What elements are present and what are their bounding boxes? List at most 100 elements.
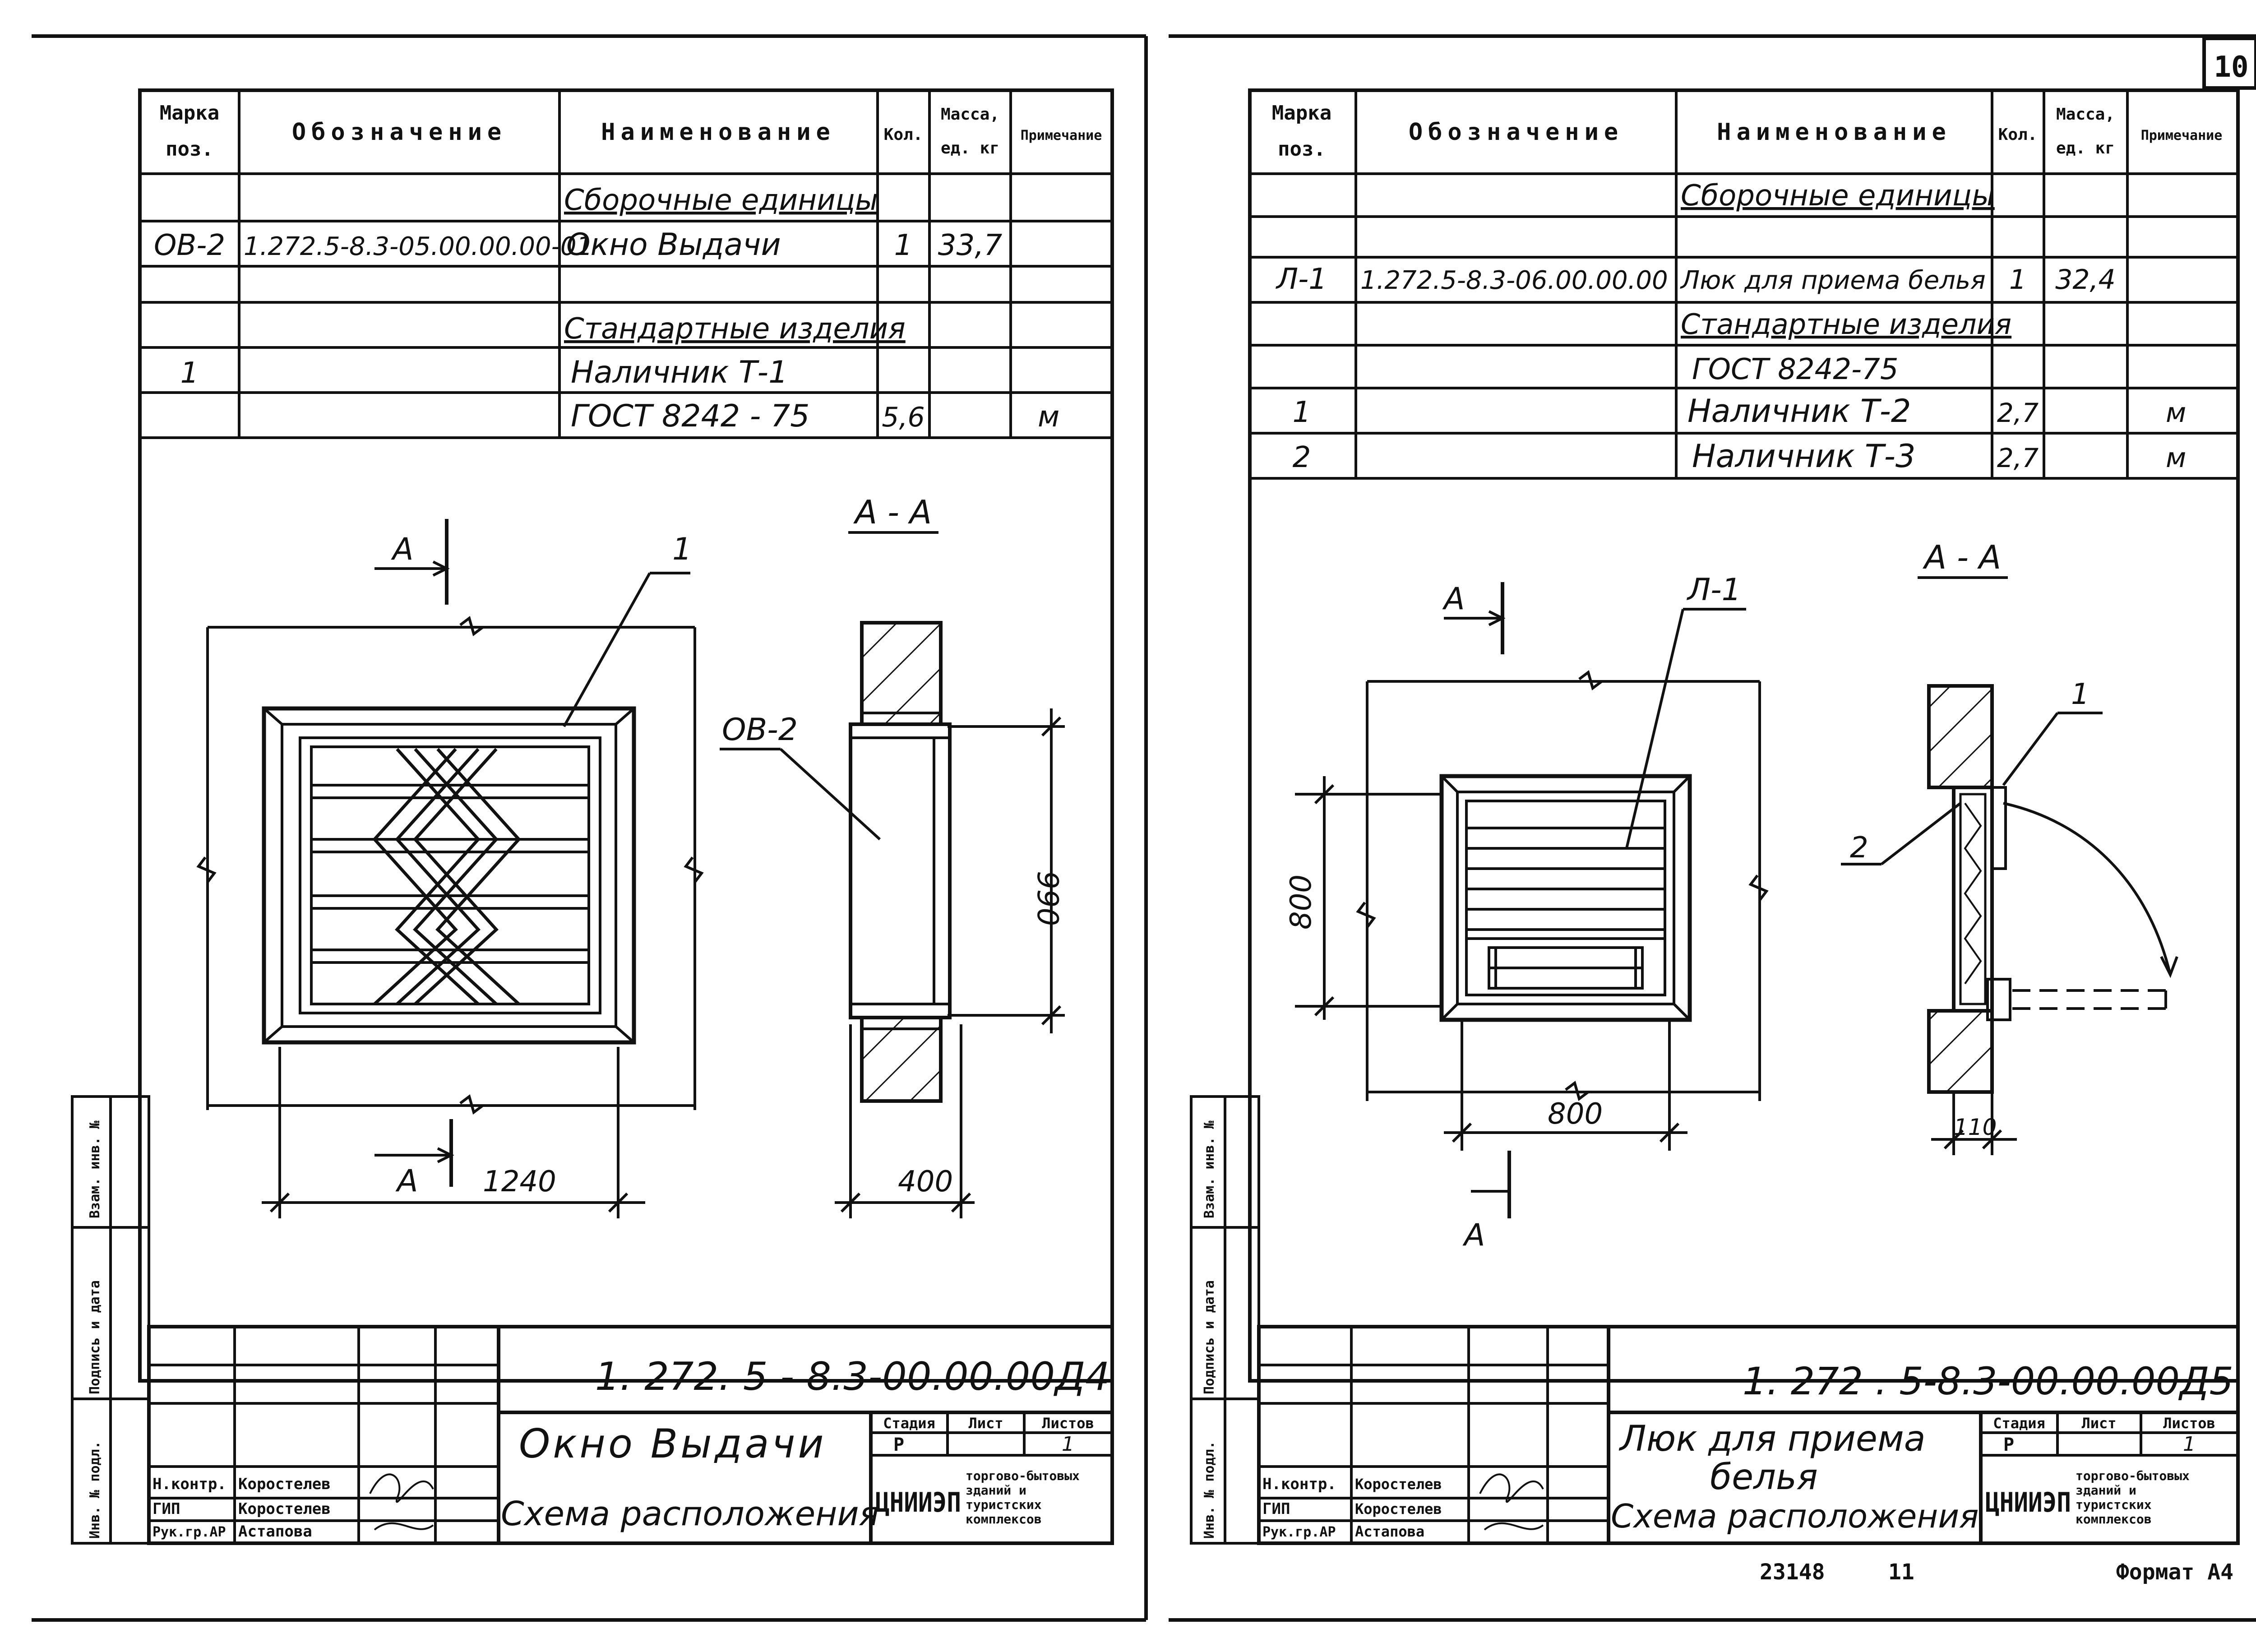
stamp-org-logo: ЦНИИЭП [875, 1487, 961, 1518]
leader-label: Л-1 [1686, 572, 1741, 608]
stamp-role: Н.контр. [1262, 1475, 1336, 1493]
row-mass: 33,7 [938, 229, 1003, 262]
row-qty: 1 [2009, 264, 2026, 296]
header-mark: Марка [160, 102, 219, 125]
stamp-person: Астапова [238, 1522, 312, 1541]
section-leader-label: 2 [1850, 831, 1868, 865]
right-spec-table [1250, 90, 2238, 480]
page-number-box: 10 [2202, 37, 2256, 90]
header-name: Наименование [601, 119, 836, 146]
stamp-title: Люк для приема [1618, 1419, 1926, 1459]
row-note: м [1038, 400, 1059, 434]
row-qty: 5,6 [882, 402, 925, 433]
row-name: ГОСТ 8242-75 [1692, 353, 1899, 386]
row-name: Стандартные изделия [1681, 308, 2011, 341]
stamp-sheets-label: Листов [2163, 1415, 2215, 1432]
leader-label: 1 [672, 532, 692, 567]
row-note: м [2166, 397, 2186, 429]
stamp-org: зданий и [966, 1483, 1026, 1498]
header-mass: Масса, [941, 105, 999, 124]
header-designation: Обозначение [292, 119, 507, 146]
header-mass-unit: ед. кг [2056, 139, 2115, 157]
left-section-labels: А - А ОВ-2 990 400 [722, 493, 1064, 1199]
right-stamp-text: 1. 272 . 5-8.3-00.00.00Д5 Люк для приема… [1202, 1120, 2233, 1585]
stamp-org: туристских [2076, 1497, 2152, 1512]
left-stamp-text: 1. 272. 5 - 8.3-00.00.00Д4 Окно Выдачи С… [87, 1120, 1110, 1541]
stamp-subtitle: Схема расположения [501, 1495, 879, 1533]
dim-depth: 110 [1954, 1114, 1997, 1140]
section-leader-label: ОВ-2 [722, 712, 798, 748]
row-mark: 1 [1293, 396, 1311, 429]
right-section-labels: А - А 1 2 110 [1850, 538, 2090, 1140]
side-label: Подпись и дата [1202, 1280, 1217, 1394]
right-stamp [1190, 1095, 2240, 1545]
row-name: Стандартные изделия [564, 312, 906, 346]
row-qty: 2,7 [1997, 398, 2039, 428]
cut-letter-top: А [391, 532, 414, 567]
stamp-role: Рук.гр.АР [153, 1524, 226, 1540]
row-name: Сборочные единицы [564, 184, 878, 217]
row-mass: 32,4 [2055, 264, 2116, 296]
header-qty: Кол. [1998, 125, 2038, 144]
row-name: Наличник Т-1 [571, 355, 788, 390]
stamp-sheets: 1 [2183, 1433, 2196, 1456]
format-label: Формат А4 [2116, 1559, 2233, 1585]
cut-letter-bottom: А [1462, 1217, 1485, 1253]
left-stamp [71, 1095, 1114, 1545]
row-designation: 1.272.5-8.3-05.00.00.00-01 [244, 232, 592, 261]
side-label: Инв. № подл. [1202, 1441, 1217, 1539]
right-spec-headers: Марка поз. Обозначение Наименование Кол.… [1272, 102, 2223, 161]
stamp-org: туристских [966, 1497, 1042, 1512]
header-mark: Марка [1272, 102, 1331, 125]
row-designation: 1.272.5-8.3-06.00.00.00 [1360, 266, 1668, 295]
stamp-role: Рук.гр.АР [1262, 1524, 1336, 1540]
header-name: Наименование [1717, 119, 1951, 146]
stamp-sheets: 1 [1062, 1433, 1074, 1456]
stamp-org: зданий и [2076, 1483, 2136, 1498]
row-mark: 1 [180, 356, 199, 390]
row-qty: 2,7 [1997, 443, 2039, 473]
stamp-person: Коростелев [1355, 1500, 1442, 1518]
row-name: Наличник Т-2 [1687, 393, 1911, 430]
right-hatch-labels: Л-1 А А 800 800 [1285, 572, 1741, 1253]
row-qty: 1 [894, 229, 913, 262]
left-window-labels: 1 А А 1240 [391, 532, 692, 1199]
page-number: 10 [2214, 51, 2248, 84]
side-label: Инв. № подл. [87, 1441, 103, 1539]
stamp-code: 1. 272 . 5-8.3-00.00.00Д5 [1743, 1359, 2233, 1403]
stamp-role: ГИП [1262, 1500, 1290, 1518]
right-section [1841, 576, 2178, 1155]
outer-frames [32, 34, 2256, 1622]
row-name: Сборочные единицы [1681, 179, 1995, 213]
stamp-org: комплексов [966, 1512, 1042, 1527]
stamp-title-2: белья [1710, 1457, 1818, 1498]
cut-letter-top: А [1442, 581, 1465, 617]
stamp-sheet-label: Лист [2081, 1415, 2116, 1432]
row-mark: ОВ-2 [154, 229, 225, 262]
dim-depth: 400 [898, 1165, 953, 1199]
stamp-org: торгово-бытовых [2076, 1468, 2190, 1483]
header-note: Примечание [2141, 128, 2223, 143]
signature [369, 1473, 434, 1531]
left-spec-table [140, 90, 1112, 439]
dim-height: 800 [1285, 875, 1318, 930]
stamp-sheets-label: Листов [1042, 1415, 1094, 1432]
header-note: Примечание [1021, 128, 1102, 143]
stamp-code: 1. 272. 5 - 8.3-00.00.00Д4 [595, 1354, 1110, 1399]
header-designation: Обозначение [1409, 119, 1623, 146]
stamp-person: Астапова [1355, 1523, 1424, 1540]
row-mark: 2 [1293, 441, 1311, 474]
stamp-person: Коростелев [238, 1500, 331, 1518]
left-sheet: Марка поз. Обозначение Наименование Кол.… [71, 88, 1114, 1545]
signature [1479, 1473, 1544, 1531]
section-leader-label: 1 [2071, 678, 2090, 711]
stamp-sheet-label: Лист [968, 1415, 1003, 1432]
header-mass-unit: ед. кг [941, 139, 999, 157]
dim-width: 800 [1548, 1097, 1603, 1131]
header-pos: поз. [1278, 138, 1326, 161]
header-mass: Масса, [2056, 105, 2115, 124]
stamp-stage: Р [893, 1435, 904, 1455]
stamp-person: Коростелев [1355, 1476, 1442, 1493]
right-sheet: Марка поз. Обозначение Наименование Кол.… [1190, 88, 2240, 1585]
left-spec-headers: Марка поз. Обозначение Наименование Кол.… [160, 102, 1102, 161]
